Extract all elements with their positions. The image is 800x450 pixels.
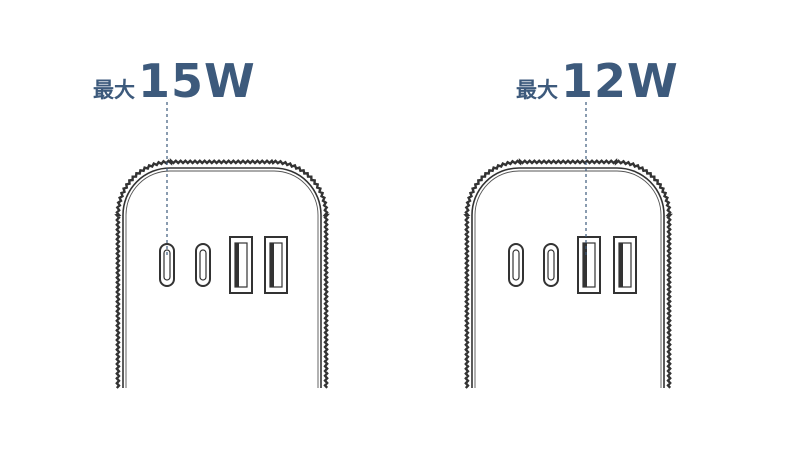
right-charger-outer-edge (463, 158, 673, 389)
left-usb-a-port-4 (264, 236, 288, 294)
right-charger-ridge-edge (474, 170, 662, 388)
right-charger-illustration (463, 158, 673, 389)
right-port-group (508, 236, 637, 294)
left-power-value: 15W (138, 54, 256, 108)
left-max-prefix: 最大 (93, 78, 135, 102)
right-charger-inner-edge (471, 167, 665, 388)
left-port-group (159, 236, 288, 294)
left-charger-inner-edge (122, 167, 322, 388)
left-usb-c-port-2-inner (199, 249, 207, 281)
left-usb-c-port-1-inner (163, 249, 171, 281)
right-usb-c-port-2-inner (547, 249, 555, 281)
left-charger-ridge-edge (125, 170, 319, 388)
left-usb-a-port-4-tongue (270, 243, 274, 287)
right-usb-a-port-4 (613, 236, 637, 294)
right-usb-a-port-3-tongue (583, 243, 587, 287)
left-charger-outer-edge (114, 158, 330, 389)
right-usb-a-port-3 (577, 236, 601, 294)
right-usb-c-port-1-inner (512, 249, 520, 281)
left-charger-illustration (114, 158, 330, 389)
right-max-prefix: 最大 (516, 78, 558, 102)
right-max-power-label: 最大 12W (516, 54, 679, 108)
left-max-power-label: 最大 15W (93, 54, 256, 108)
left-usb-a-port-3 (229, 236, 253, 294)
right-power-value: 12W (561, 54, 679, 108)
left-usb-a-port-3-tongue (235, 243, 239, 287)
right-usb-a-port-4-tongue (619, 243, 623, 287)
